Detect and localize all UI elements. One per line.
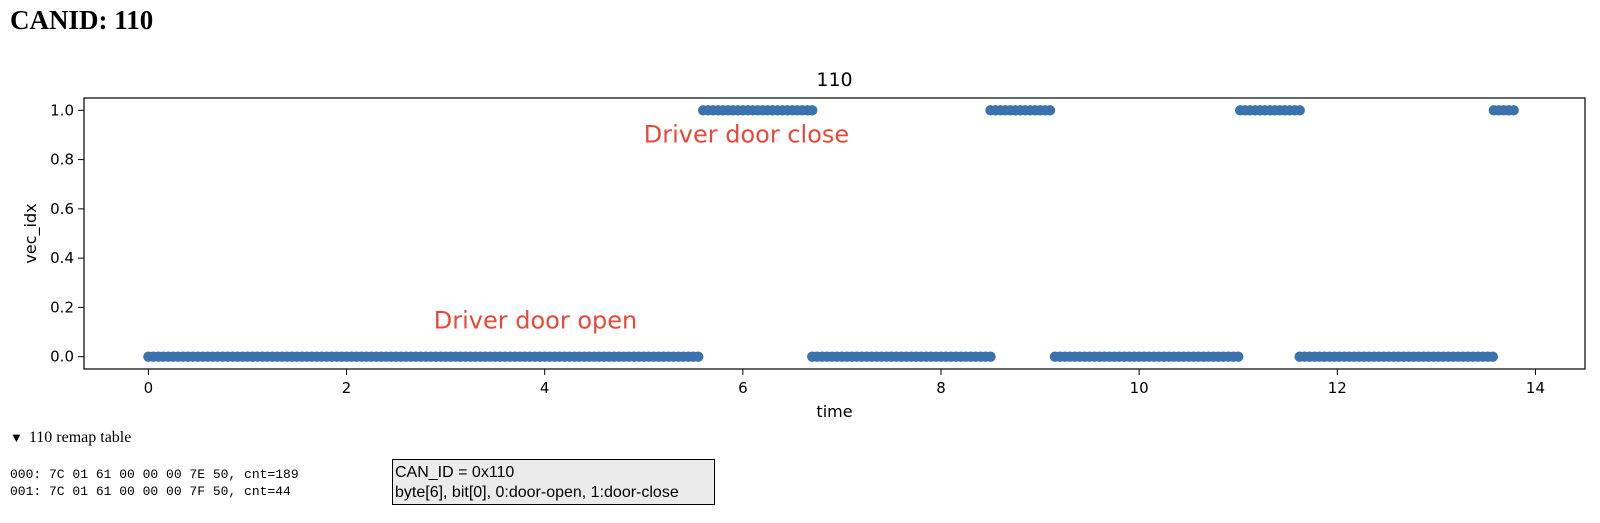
y-tick-label: 0.6 <box>50 200 74 218</box>
x-tick-label: 8 <box>936 379 946 397</box>
remap-line: 001: 7C 01 61 00 00 00 7F 50, cnt=44 <box>10 484 291 499</box>
data-point <box>693 351 704 362</box>
x-tick-label: 10 <box>1130 379 1149 397</box>
y-axis-label: vec_idx <box>21 203 41 263</box>
axis-ticks: 0 2 4 6 8 10 12 14 0.0 0.2 0.4 0.6 0.8 1.0 <box>50 101 1545 397</box>
x-tick-label: 6 <box>738 379 748 397</box>
annotation-label: Driver door open <box>434 306 637 334</box>
disclosure-triangle-icon: ▼ <box>10 430 23 445</box>
scatter-chart: 110 0 2 4 6 8 10 12 14 0.0 0.2 0.4 0.6 0.8 1.0 Driver… <box>21 69 1586 421</box>
can-id-note: CAN_ID = 0x110 byte[6], bit[0], 0:door-o… <box>392 459 715 505</box>
x-tick-label: 0 <box>144 379 154 397</box>
data-point <box>1233 351 1244 362</box>
annotation-label: Driver door close <box>644 120 849 148</box>
note-line: byte[6], bit[0], 0:door-open, 1:door-clo… <box>395 484 679 501</box>
y-tick-label: 0.2 <box>50 298 74 316</box>
remap-summary-label: 110 remap table <box>28 429 132 446</box>
y-tick-label: 1.0 <box>50 101 74 119</box>
page-title: CANID: 110 <box>10 5 154 35</box>
data-point <box>1487 351 1499 362</box>
data-point <box>807 105 818 116</box>
x-tick-label: 4 <box>540 379 550 397</box>
y-tick-label: 0.8 <box>50 151 74 169</box>
remap-table: 000: 7C 01 61 00 00 00 7E 50, cnt=189 001… <box>10 466 299 500</box>
x-axis-label: time <box>816 402 852 421</box>
remap-summary-toggle[interactable]: ▼ 110 remap table <box>10 428 131 448</box>
data-point <box>1294 105 1305 116</box>
x-tick-label: 2 <box>342 379 352 397</box>
y-tick-label: 0.0 <box>50 348 74 366</box>
chart-title: 110 <box>816 69 852 91</box>
plot-frame <box>83 97 1586 370</box>
remap-line: 000: 7C 01 61 00 00 00 7E 50, cnt=189 <box>10 467 299 482</box>
data-point <box>985 351 996 362</box>
note-line: CAN_ID = 0x110 <box>395 464 515 481</box>
remap-details[interactable]: ▼ 110 remap table <box>10 428 131 448</box>
x-tick-label: 14 <box>1526 379 1545 397</box>
data-point <box>1044 105 1056 116</box>
data-points <box>143 105 1519 362</box>
data-point <box>1508 105 1519 116</box>
y-tick-label: 0.4 <box>50 249 74 267</box>
x-tick-label: 12 <box>1328 379 1347 397</box>
